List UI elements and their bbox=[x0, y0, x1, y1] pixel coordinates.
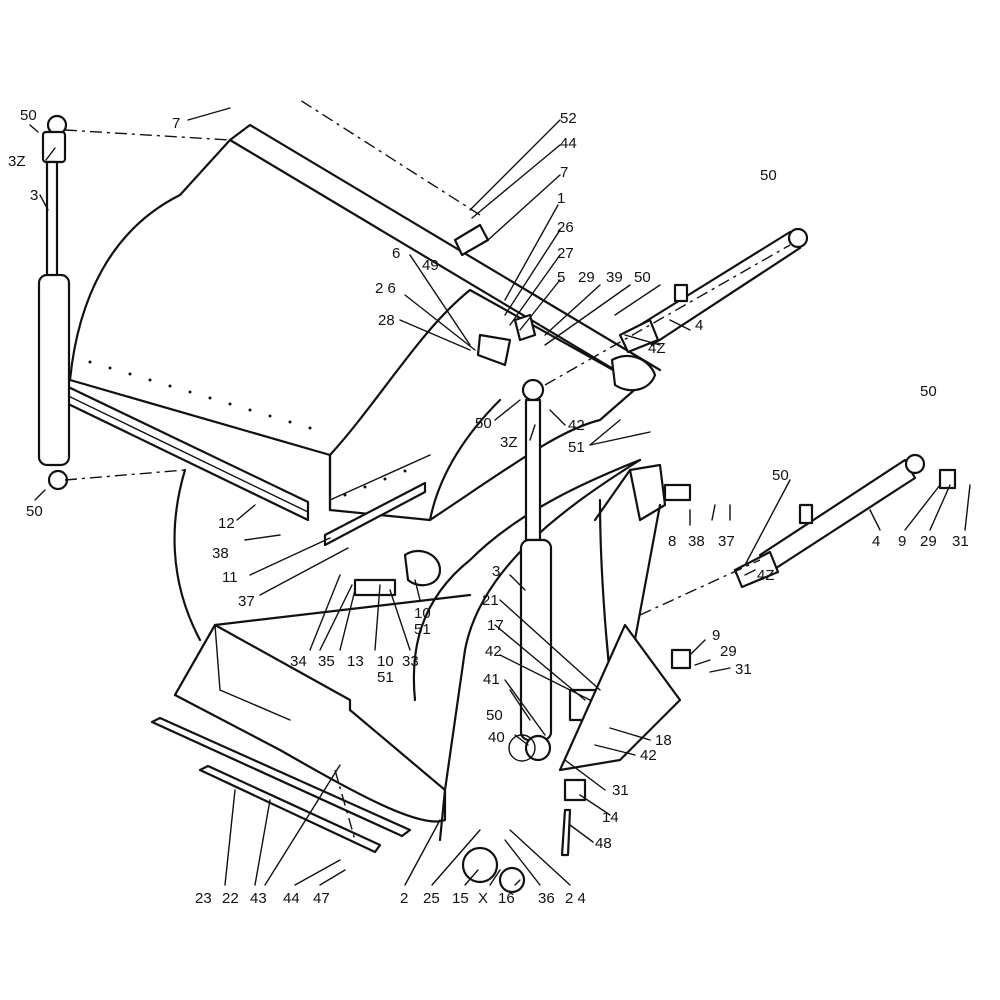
strip-12 bbox=[58, 381, 310, 522]
label-9-a: 9 bbox=[898, 533, 906, 550]
label-52: 52 bbox=[560, 110, 577, 127]
label-4-a: 4 bbox=[695, 317, 703, 334]
label-22: 22 bbox=[222, 890, 239, 907]
label-29-c: 29 bbox=[720, 643, 737, 660]
label-31-c: 31 bbox=[612, 782, 629, 799]
label-47: 47 bbox=[313, 890, 330, 907]
cylinder-3-left bbox=[37, 114, 71, 491]
label-37-a: 37 bbox=[238, 593, 255, 610]
label-39: 39 bbox=[606, 269, 623, 286]
label-28: 28 bbox=[378, 312, 395, 329]
label-3z-b: 3Z bbox=[500, 434, 518, 451]
label-50-d: 50 bbox=[760, 167, 777, 184]
label-4z-a: 4Z bbox=[648, 340, 666, 357]
label-1: 1 bbox=[557, 190, 565, 207]
label-48: 48 bbox=[595, 835, 612, 852]
label-26-a: 26 bbox=[557, 219, 574, 236]
hood-rivets bbox=[88, 360, 407, 497]
label-42-b: 42 bbox=[485, 643, 502, 660]
label-6: 6 bbox=[392, 245, 400, 262]
label-29-b: 29 bbox=[920, 533, 937, 550]
label-51-b: 51 bbox=[414, 621, 431, 638]
label-42-a: 42 bbox=[568, 417, 585, 434]
label-29-a: 29 bbox=[578, 269, 595, 286]
label-42-c: 42 bbox=[640, 747, 657, 764]
label-31-a: 31 bbox=[952, 533, 969, 550]
label-27: 27 bbox=[557, 245, 574, 262]
label-50-g: 50 bbox=[772, 467, 789, 484]
label-x: X bbox=[478, 890, 488, 907]
label-11: 11 bbox=[222, 569, 238, 586]
label-14: 14 bbox=[602, 809, 619, 826]
label-51-a: 51 bbox=[568, 439, 585, 456]
label-41: 41 bbox=[483, 671, 500, 688]
label-44-a: 44 bbox=[560, 135, 577, 152]
label-15: 15 bbox=[452, 890, 469, 907]
label-8: 8 bbox=[668, 533, 676, 550]
label-50-e: 50 bbox=[475, 415, 492, 432]
label-5: 5 bbox=[557, 269, 565, 286]
label-51-c: 51 bbox=[377, 669, 394, 686]
label-50-h: 50 bbox=[486, 707, 503, 724]
label-38-a: 38 bbox=[212, 545, 229, 562]
label-4z-b: 4Z bbox=[757, 567, 775, 584]
label-23: 23 bbox=[195, 890, 212, 907]
label-7-b: 7 bbox=[560, 164, 568, 181]
strip-11 bbox=[323, 481, 427, 547]
label-49: 49 bbox=[422, 257, 439, 274]
label-2: 2 bbox=[400, 890, 408, 907]
label-12: 12 bbox=[218, 515, 235, 532]
arm-plates bbox=[558, 463, 682, 772]
chute-housing bbox=[173, 458, 642, 842]
skids bbox=[150, 716, 412, 854]
label-44-b: 44 bbox=[283, 890, 300, 907]
label-50-c: 50 bbox=[634, 269, 651, 286]
label-3z-a: 3Z bbox=[8, 153, 26, 170]
label-50-a: 50 bbox=[20, 107, 37, 124]
label-21: 21 bbox=[482, 592, 499, 609]
label-3-a: 3 bbox=[30, 187, 38, 204]
label-50-b: 50 bbox=[26, 503, 43, 520]
label-35: 35 bbox=[318, 653, 335, 670]
label-40: 40 bbox=[488, 729, 505, 746]
label-9-b: 9 bbox=[712, 627, 720, 644]
label-31-b: 31 bbox=[735, 661, 752, 678]
label-13: 13 bbox=[347, 653, 364, 670]
label-4-b: 4 bbox=[872, 533, 880, 550]
label-38-b: 38 bbox=[688, 533, 705, 550]
label-33: 33 bbox=[402, 653, 419, 670]
label-3-b: 3 bbox=[492, 563, 500, 580]
part-labels: 50 3Z 3 50 7 52 44 7 1 26 6 49 2 6 27 5 … bbox=[8, 107, 969, 907]
label-7-a: 7 bbox=[172, 115, 180, 132]
label-37-b: 37 bbox=[718, 533, 735, 550]
label-17: 17 bbox=[487, 617, 504, 634]
cylinder-4-lower bbox=[733, 453, 926, 589]
alignment-lines bbox=[64, 99, 791, 841]
label-16: 16 bbox=[498, 890, 515, 907]
label-10-b: 10 bbox=[377, 653, 394, 670]
cylinder-3-center bbox=[519, 378, 553, 756]
label-26-b: 2 6 bbox=[375, 280, 396, 297]
hood-panel bbox=[68, 123, 662, 522]
leader-lines bbox=[29, 107, 971, 886]
label-25: 25 bbox=[423, 890, 440, 907]
label-43: 43 bbox=[250, 890, 267, 907]
label-34: 34 bbox=[290, 653, 307, 670]
label-50-f: 50 bbox=[920, 383, 937, 400]
label-18: 18 bbox=[655, 732, 672, 749]
label-36: 36 bbox=[538, 890, 555, 907]
cylinder-4-upper bbox=[618, 227, 809, 354]
label-10-a: 10 bbox=[414, 605, 431, 622]
label-24: 2 4 bbox=[565, 890, 586, 907]
